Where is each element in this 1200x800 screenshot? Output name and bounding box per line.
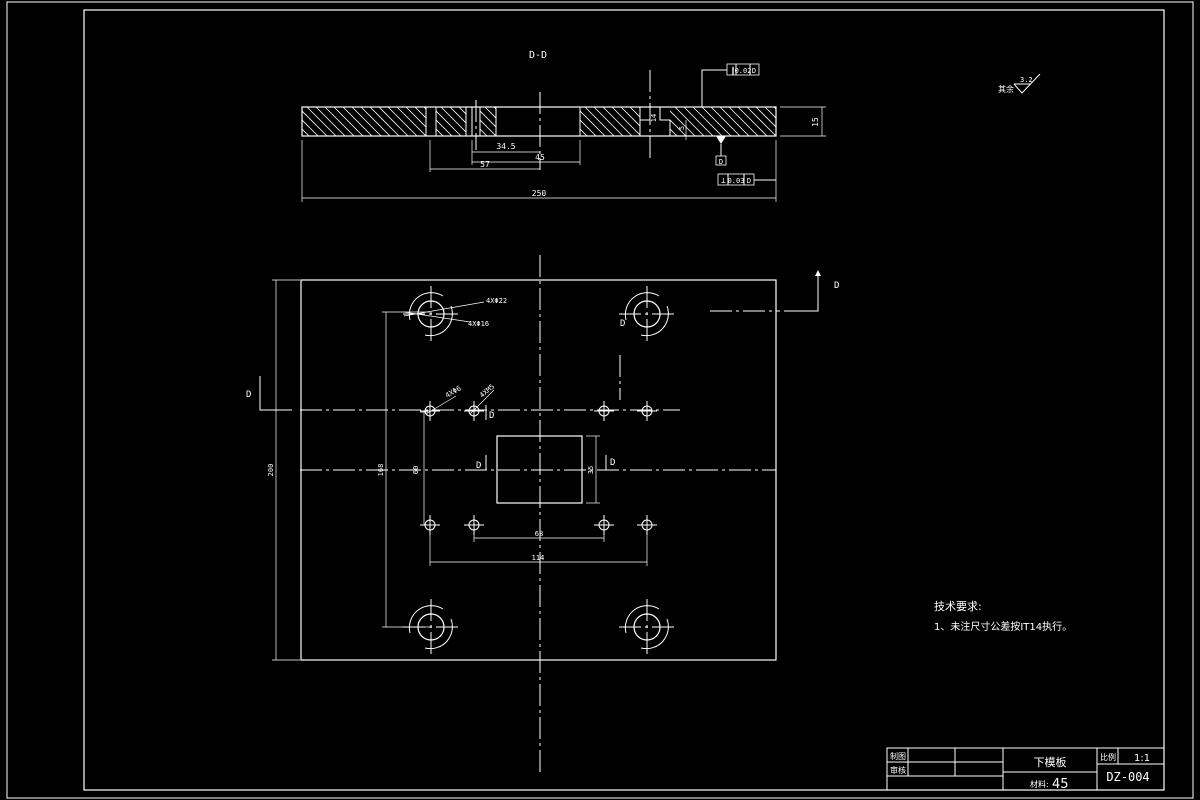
section-view: D-D 34.5 45 57 250 (301, 50, 826, 202)
dim-168: 168 (377, 464, 385, 477)
tb-part-name: 下模板 (1034, 755, 1067, 769)
small-hole-4 (637, 401, 657, 421)
d-mark-4: D (610, 458, 615, 468)
svg-text:D: D (747, 177, 751, 185)
tb-scale-label: 比例 (1100, 752, 1116, 762)
tb-drawing-no: DZ-004 (1106, 770, 1149, 784)
title-block: 制图 审核 下模板 材料: 45 比例 1:1 DZ-004 (886, 747, 1165, 792)
large-hole-4 (619, 599, 675, 655)
section-mark-left: D (246, 390, 251, 400)
perpendicular-symbol: ⊥ (721, 176, 726, 185)
plan-view: 35 200 168 60 68 114 4XΦ22 4XΦ16 4XΦ6 (246, 255, 839, 776)
tolerance-perp-frame: ⊥ 0.03 D (717, 173, 776, 186)
svg-text:D: D (719, 158, 723, 166)
dim-small-14: 14 (650, 114, 658, 122)
svg-text:0.03: 0.03 (728, 177, 745, 185)
center-opening (496, 435, 583, 504)
surface-roughness: 其余 3.2 (998, 73, 1041, 94)
d-mark-1: D (620, 319, 625, 329)
section-hatching (302, 107, 776, 136)
notes-item-1: 1、未注尺寸公差按IT14执行。 (934, 620, 1072, 633)
small-hole-2 (464, 401, 484, 421)
dim-34-5: 34.5 (496, 142, 515, 151)
section-title: D-D (529, 50, 547, 61)
tb-material-value: 45 (1052, 777, 1069, 792)
tb-material-label: 材料: (1030, 779, 1049, 789)
callout-big-hole-1: 4XΦ22 (486, 297, 507, 305)
section-mark-right: D (834, 281, 839, 291)
small-holes (420, 401, 657, 535)
datum-marker: D (715, 136, 727, 166)
parallel-symbol: ∥ (731, 66, 735, 75)
tb-checked-label: 审核 (890, 765, 906, 775)
dim-35: 35 (587, 466, 595, 474)
roughness-label: 其余 (998, 84, 1014, 94)
small-hole-3 (594, 401, 614, 421)
large-hole-1 (403, 286, 459, 342)
sheet-outer-border (6, 1, 1194, 799)
d-mark-3: D (476, 461, 481, 471)
dim-thickness-15: 15 (811, 117, 820, 127)
tolerance-parallel-frame: ∥ 0.02 D (701, 63, 760, 107)
dim-small-5: 5 (678, 126, 686, 130)
dim-45: 45 (535, 153, 545, 162)
dim-57: 57 (480, 160, 490, 169)
dim-60: 60 (412, 466, 420, 474)
technical-requirements: 技术要求: 1、未注尺寸公差按IT14执行。 (934, 600, 1072, 633)
svg-text:0.02: 0.02 (735, 67, 752, 75)
d-mark-2: D (489, 411, 494, 421)
sheet-inner-border (83, 9, 1165, 791)
large-hole-2 (619, 286, 675, 342)
dim-200: 200 (267, 464, 275, 477)
tb-drawn-label: 制图 (890, 751, 906, 761)
callout-big-hole-2: 4XΦ16 (468, 320, 489, 328)
svg-text:D: D (752, 67, 756, 75)
dim-250: 250 (532, 189, 547, 198)
tb-scale-value: 1:1 (1134, 753, 1150, 764)
roughness-value: 3.2 (1020, 76, 1033, 84)
section-plate-outline (301, 106, 777, 137)
dim-114: 114 (532, 554, 545, 562)
notes-heading: 技术要求: (934, 600, 982, 613)
dim-68: 68 (535, 530, 543, 538)
small-hole-1 (420, 401, 440, 421)
